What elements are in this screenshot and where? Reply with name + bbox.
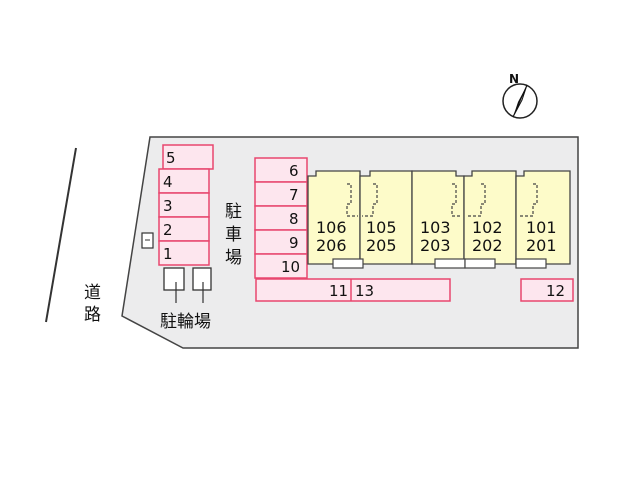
space-label-1: 1 <box>163 245 173 263</box>
space-label-13: 13 <box>355 282 374 300</box>
parking-label-3: 場 <box>225 248 242 268</box>
unit-label-203: 203 <box>420 236 451 255</box>
space-label-2: 2 <box>163 221 173 239</box>
unit-106 <box>307 170 361 265</box>
road-label-2: 路 <box>84 305 101 325</box>
unit-label-205: 205 <box>366 236 397 255</box>
space-label-6: 6 <box>289 162 299 180</box>
north-compass-icon: N <box>502 72 538 119</box>
unit-label-103: 103 <box>420 218 451 237</box>
parking-space-7 <box>254 181 308 207</box>
parking-space-8 <box>254 205 308 231</box>
space-label-10: 10 <box>281 258 300 276</box>
parking-row-11-13 <box>255 278 451 302</box>
bike-rack-left <box>163 267 185 291</box>
parking-label-1: 駐 <box>225 202 242 222</box>
parking-center-column: 6 7 8 9 10 <box>254 157 308 279</box>
parking-space-12 <box>520 278 574 302</box>
unit-label-106: 106 <box>316 218 347 237</box>
unit-label-105: 105 <box>366 218 397 237</box>
parking-label-2: 車 <box>225 225 242 245</box>
parking-space-6 <box>254 157 308 183</box>
space-label-3: 3 <box>163 197 173 215</box>
parking-left-column: 5 4 3 2 1 <box>158 144 214 266</box>
road-edge-line <box>45 147 77 323</box>
unit-label-206: 206 <box>316 236 347 255</box>
parking-space-1 <box>158 240 210 266</box>
apartment-building: 106 206 105 205 103 203 102 202 101 201 <box>307 170 571 269</box>
parking-space-5 <box>162 144 214 170</box>
space-label-7: 7 <box>289 186 299 204</box>
unit-label-102: 102 <box>472 218 503 237</box>
space-label-8: 8 <box>289 210 299 228</box>
parking-space-10 <box>254 253 308 279</box>
space-label-5: 5 <box>166 149 176 167</box>
space-label-4: 4 <box>163 173 173 191</box>
space-label-12: 12 <box>546 282 565 300</box>
bike-parking: 駐輪場 <box>160 267 212 332</box>
bike-parking-label: 駐輪場 <box>160 312 211 332</box>
compass-north-label: N <box>509 72 519 86</box>
space-label-11: 11 <box>329 282 348 300</box>
road-label-1: 道 <box>84 283 101 303</box>
bike-rack-right <box>192 267 212 291</box>
parking-space-9 <box>254 229 308 255</box>
space-label-9: 9 <box>289 234 299 252</box>
unit-label-201: 201 <box>526 236 557 255</box>
parking-space-2 <box>158 216 210 242</box>
unit-label-101: 101 <box>526 218 557 237</box>
unit-label-202: 202 <box>472 236 503 255</box>
